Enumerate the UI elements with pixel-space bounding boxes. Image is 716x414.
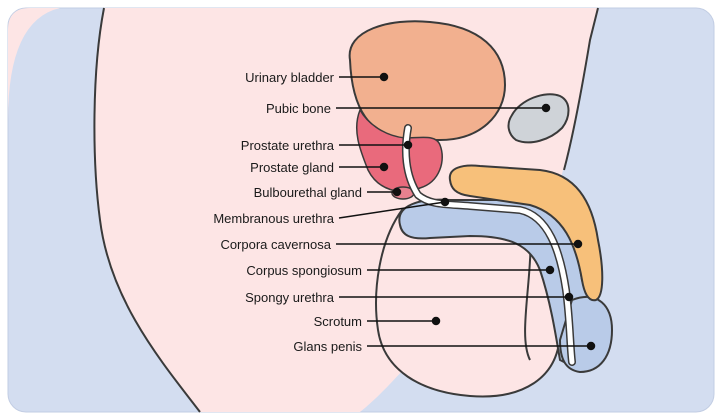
label-pubic-bone: Pubic bone	[266, 101, 331, 116]
dot-spongy-urethra	[566, 294, 573, 301]
label-glans-penis: Glans penis	[293, 339, 362, 354]
dot-pubic-bone	[543, 105, 550, 112]
label-membranous-urethra: Membranous urethra	[213, 211, 334, 226]
label-spongy-urethra: Spongy urethra	[245, 290, 335, 305]
label-urinary-bladder: Urinary bladder	[245, 70, 335, 85]
urinary-bladder-shape	[350, 21, 505, 140]
label-prostate-urethra: Prostate urethra	[241, 138, 335, 153]
dot-membranous-urethra	[442, 199, 449, 206]
label-prostate-gland: Prostate gland	[250, 160, 334, 175]
dot-prostate-gland	[381, 164, 388, 171]
label-corpus-spongiosum: Corpus spongiosum	[246, 263, 362, 278]
label-bulbourethal-gland: Bulbourethal gland	[254, 185, 362, 200]
dot-bulbourethal-gland	[394, 189, 401, 196]
dot-glans-penis	[588, 343, 595, 350]
dot-urinary-bladder	[381, 74, 388, 81]
dot-corpora-cavernosa	[575, 241, 582, 248]
dot-corpus-spongiosum	[547, 267, 554, 274]
dot-scrotum	[433, 318, 440, 325]
dot-prostate-urethra	[405, 142, 412, 149]
label-corpora-cavernosa: Corpora cavernosa	[220, 237, 331, 252]
label-scrotum: Scrotum	[314, 314, 362, 329]
